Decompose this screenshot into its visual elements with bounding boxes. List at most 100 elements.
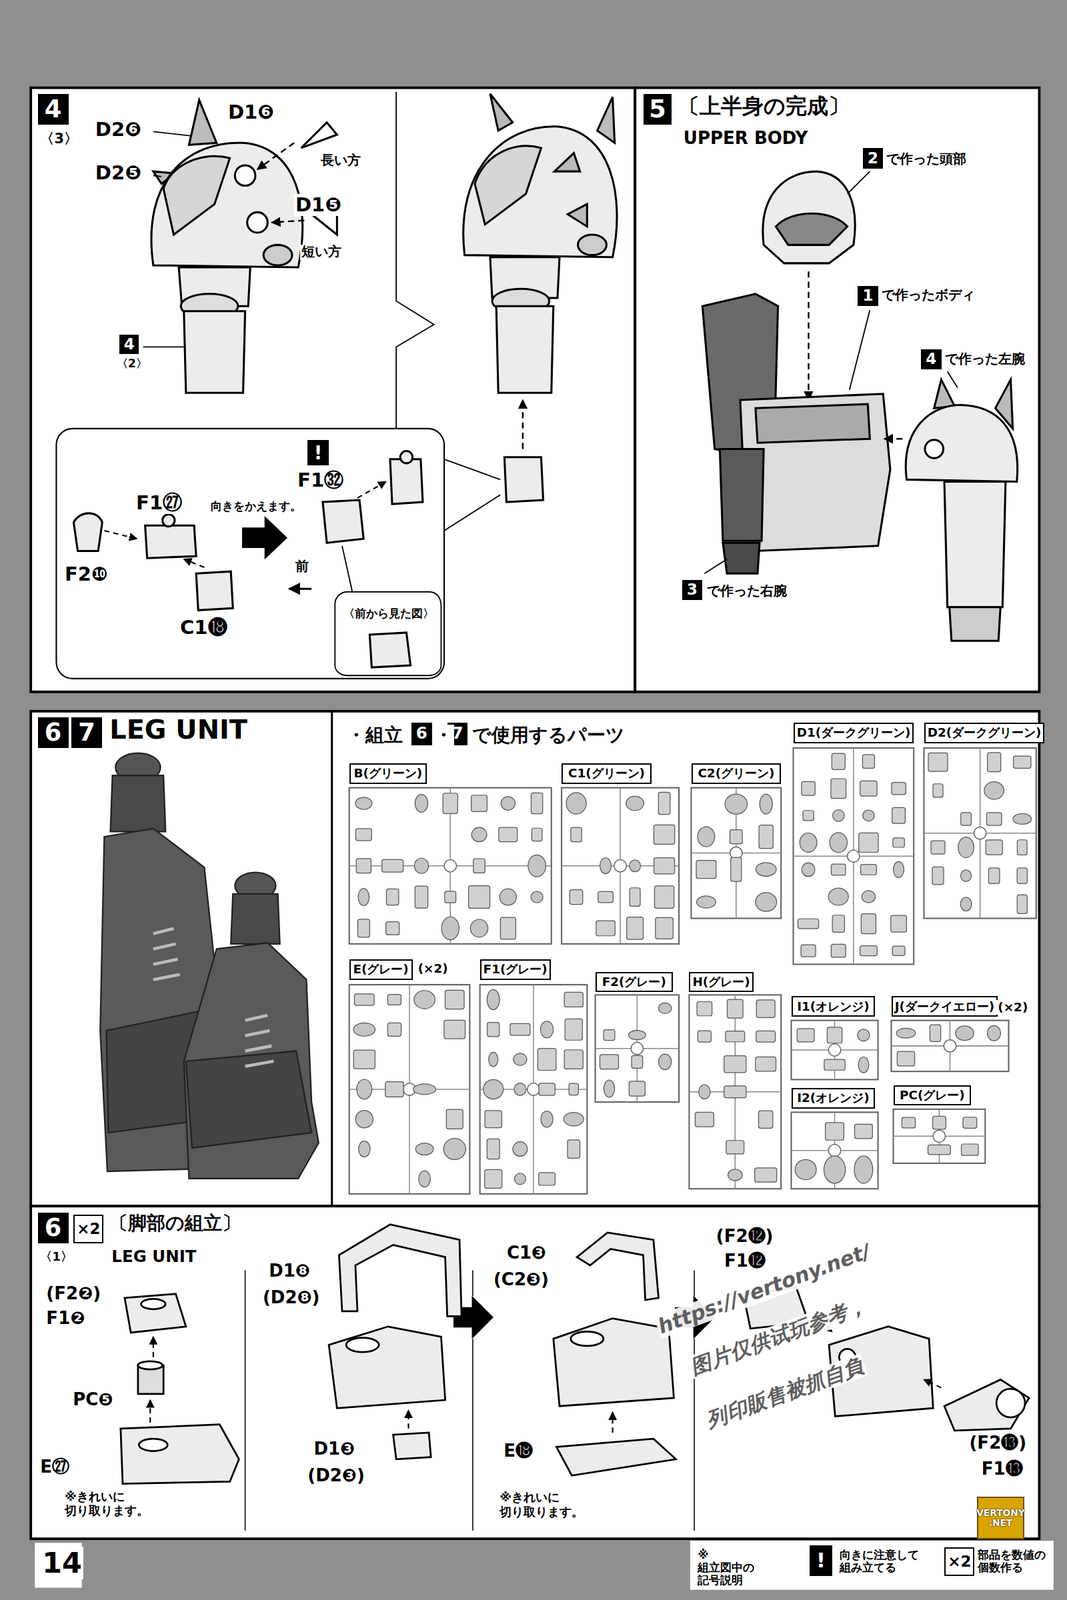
runner-part (943, 1040, 956, 1053)
runner-part (561, 788, 679, 945)
quantity-note: (×2) (416, 961, 450, 976)
step-reference: 3 (682, 580, 703, 601)
caution-mark-text: ! (816, 1549, 826, 1573)
step-title-en: LEG UNIT (110, 1247, 198, 1267)
runner-part (828, 888, 849, 906)
part-callout: D1❻ (226, 101, 276, 124)
runner-part (928, 752, 948, 772)
runner-part (758, 825, 773, 849)
runner-label: J(ダークイエロー) (891, 996, 999, 1017)
runner-part (973, 827, 986, 840)
runner-part (697, 1030, 711, 1043)
runner-part (929, 1024, 941, 1042)
runner-part (355, 1111, 373, 1129)
runner-part (962, 1117, 977, 1130)
runner-part (854, 1124, 873, 1139)
legend-ground (690, 1541, 1054, 1590)
panel-frame (30, 711, 1039, 1207)
runner-part (799, 833, 817, 853)
runner-label: D2(ダークグリーン) (924, 722, 1045, 744)
runner-part (598, 891, 614, 903)
part-callout: F1⓭ (980, 1459, 1025, 1480)
runner-part (510, 1023, 531, 1036)
runner-part (892, 946, 905, 956)
runner-part (480, 984, 588, 1195)
runner-part (694, 1112, 714, 1128)
runner-part (896, 1051, 915, 1067)
part-callout: D2❻ (94, 118, 143, 141)
runner-part (928, 1145, 951, 1155)
runner-part (569, 890, 583, 905)
runner-part (828, 1145, 841, 1158)
runner-part (353, 1022, 376, 1037)
runner-part (484, 1111, 502, 1129)
runner-part (801, 862, 815, 877)
runner-part (698, 1085, 711, 1100)
runner-part (473, 858, 485, 873)
runner-part (857, 1029, 870, 1042)
runner-part (483, 1079, 504, 1100)
callout-note: で作ったボディ (880, 288, 977, 304)
runner-part (441, 916, 459, 940)
runner-part (628, 1030, 646, 1041)
runner-part (446, 1109, 463, 1130)
step-number: 5 (643, 94, 673, 125)
step-sub-number: 〈1〉 (38, 1249, 75, 1264)
runner-part (357, 919, 370, 938)
runner-part (530, 891, 543, 903)
runner-part (955, 1026, 974, 1041)
runner-part (596, 920, 615, 937)
watermark-logo-text: VERTONY .NET (976, 1508, 1025, 1529)
runner-part (901, 1117, 915, 1129)
runner-part (484, 1169, 503, 1189)
runner-part (728, 1169, 743, 1182)
runner-part (603, 1080, 615, 1098)
panel-frame (30, 88, 635, 693)
upper-body-illustration (702, 171, 1017, 641)
runner-part (796, 1028, 815, 1043)
runner-part (500, 917, 516, 940)
leg-illustration (100, 753, 319, 1180)
runner-label: D1(ダークグリーン) (793, 722, 915, 744)
step-reference: 2 (862, 148, 884, 169)
step-number: 4 (38, 94, 69, 125)
runner-part (800, 944, 816, 957)
panel-frame (30, 1206, 1039, 1540)
runner-part (414, 886, 428, 909)
runner-part (629, 888, 641, 907)
step-reference-text: 2 (867, 150, 879, 167)
legend-text: 部品を数値の 個数作る (976, 1549, 1047, 1576)
part-callout: F1⓬ (722, 1251, 767, 1272)
direction-note: 前 (294, 559, 311, 575)
step-title: 〔脚部の組立〕 (108, 1213, 243, 1235)
runner-part (654, 858, 675, 875)
runner-part (444, 1020, 466, 1039)
runner-part (923, 748, 1036, 919)
quantity-mark: ×2 (73, 1215, 104, 1244)
leg-assembly-illustration (120, 1225, 1029, 1532)
view-note: 〈前から見た図〉 (342, 607, 436, 621)
runner-part (930, 840, 945, 855)
step-number-text: 6 (44, 719, 63, 747)
part-callout: D1❸ (312, 1439, 357, 1460)
runner-part (847, 850, 860, 863)
runner-part (567, 1140, 581, 1160)
section-title: LEG UNIT (108, 714, 249, 746)
runner-part (890, 915, 907, 933)
runner-part (498, 827, 518, 842)
runner-part (349, 788, 552, 945)
part-callout: F1㉜ (296, 469, 345, 492)
runner-part (688, 994, 781, 1190)
runner-part (468, 886, 491, 909)
runner-part (862, 810, 875, 821)
runner-part (830, 944, 846, 958)
runner-part (832, 915, 845, 933)
runner-part (932, 866, 944, 885)
runner-part (896, 1028, 916, 1039)
runner-part (987, 1025, 1001, 1041)
runner-part (858, 832, 879, 853)
panel-frame (634, 88, 1039, 693)
runner-part (486, 1139, 500, 1160)
runner-part (540, 1021, 553, 1039)
